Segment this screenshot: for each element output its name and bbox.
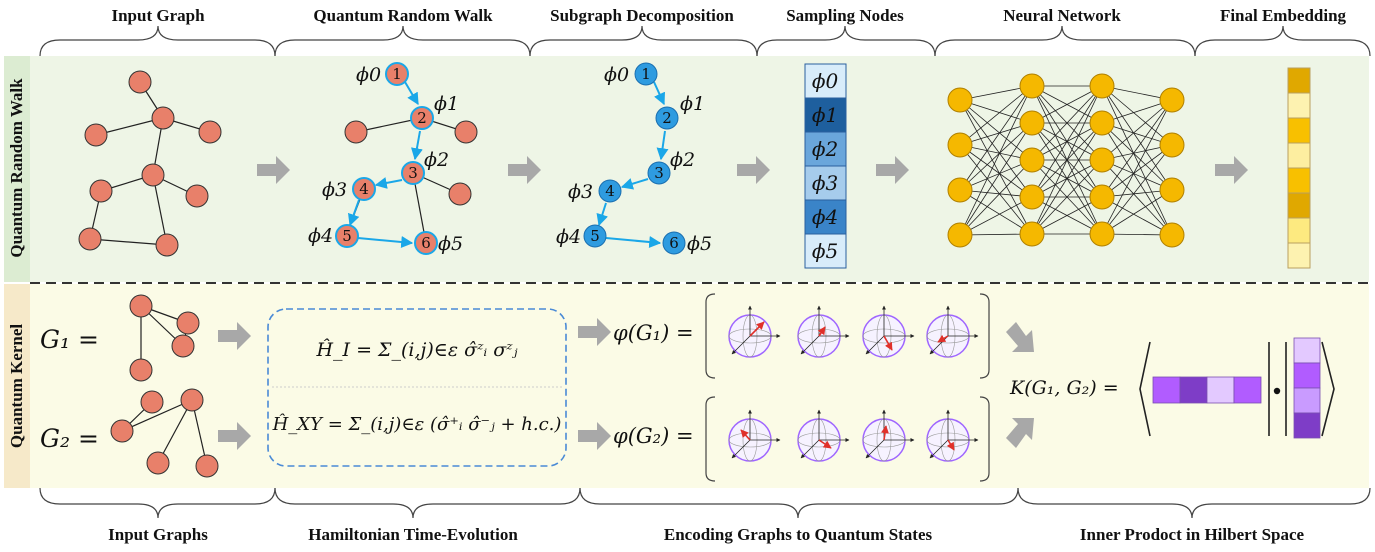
side-strip-bottom (4, 284, 30, 488)
bloch-sphere (797, 305, 850, 358)
header-hamiltonian: Hamiltonian Time-Evolution (308, 525, 518, 544)
walk-node-4: 4 (359, 180, 369, 198)
header-inner-product: Inner Prodoct in Hilbert Space (1079, 525, 1305, 544)
nn-neuron-l3-1 (1159, 132, 1185, 158)
walk-node-1: 1 (392, 65, 402, 83)
walk-node-5: 5 (342, 227, 352, 245)
nn-neuron-l0-0 (947, 87, 973, 113)
final-embedding (1287, 67, 1311, 269)
dot-product-symbol (1273, 387, 1281, 395)
sub-phi-0: ϕ0 (604, 64, 629, 86)
top-braces (39, 25, 1371, 57)
header-input-graph: Input Graph (111, 6, 205, 25)
nn-neuron-l2-0 (1089, 73, 1115, 99)
bloch-spheres (728, 305, 979, 462)
flow-arrows-bottom (218, 318, 1034, 450)
header-subgraph-decomposition: Subgraph Decomposition (550, 6, 734, 25)
header-quantum-random-walk: Quantum Random Walk (313, 6, 493, 25)
phi-g1-label: φ(G₁) = (613, 321, 694, 345)
walk-node-2: 2 (417, 109, 427, 127)
bottom-braces (39, 487, 1371, 519)
bloch-sphere (797, 409, 850, 462)
nn-neuron-l1-3 (1019, 184, 1045, 210)
sampling-cell-5: ϕ5 (812, 239, 838, 263)
bloch-sphere (728, 409, 781, 462)
nn-neuron-l2-2 (1089, 147, 1115, 173)
g2-label: G₂ = (40, 424, 99, 453)
input-graph (78, 70, 222, 257)
nn-neuron-l0-2 (947, 177, 973, 203)
nn-neuron-l0-3 (947, 222, 973, 248)
nn-neuron-l1-0 (1019, 73, 1045, 99)
sub-node-3: 3 (654, 164, 664, 182)
phi-g2-label: φ(G₂) = (613, 424, 694, 448)
bra-vector (1152, 376, 1262, 404)
sub-phi-4: ϕ4 (556, 226, 581, 248)
inner-product-brackets (1139, 341, 1335, 437)
nn-neuron-l2-4 (1089, 221, 1115, 247)
bloch-sphere (862, 409, 915, 462)
bloch-sphere (862, 305, 915, 358)
sampling-cell-2: ϕ2 (812, 137, 838, 161)
walk-phi-0: ϕ0 (356, 64, 381, 86)
sub-phi-1: ϕ1 (680, 93, 705, 115)
sampling-cell-1: ϕ1 (812, 103, 838, 127)
sampling-cell-0: ϕ0 (812, 69, 839, 93)
walk-node-3: 3 (408, 164, 418, 182)
hamiltonian-hxy: Ĥ_XY = Σ_(i,j)∈ε (σ̂⁺ᵢ σ̂⁻ⱼ + h.c.) (272, 412, 562, 435)
walk-phi-3: ϕ3 (322, 179, 347, 201)
bloch-sphere (728, 305, 781, 358)
sub-node-2: 2 (662, 109, 672, 127)
kernel-label: K(G₁, G₂) = (1009, 377, 1119, 399)
nn-neuron-l2-1 (1089, 110, 1115, 136)
nn-neuron-l1-2 (1019, 147, 1045, 173)
header-encoding: Encoding Graphs to Quantum States (663, 525, 933, 544)
walk-phi-1: ϕ1 (434, 93, 459, 115)
ket-vector (1293, 337, 1321, 439)
graph-g2 (110, 388, 219, 478)
walk-phi-4: ϕ4 (308, 225, 333, 247)
graph-g1 (129, 294, 200, 382)
sub-phi-5: ϕ5 (687, 233, 712, 255)
sub-node-6: 6 (669, 234, 679, 252)
nn-neuron-l1-4 (1019, 221, 1045, 247)
walk-node-6: 6 (421, 234, 431, 252)
sub-node-5: 5 (590, 227, 600, 245)
sub-node-4: 4 (605, 182, 615, 200)
nn-neuron-l3-3 (1159, 222, 1185, 248)
sampling-nodes (804, 63, 847, 269)
nn-neuron-l2-3 (1089, 184, 1115, 210)
hamiltonian-hi: Ĥ_I = Σ_(i,j)∈ε σ̂ᶻᵢ σᶻⱼ (315, 338, 517, 361)
header-sampling-nodes: Sampling Nodes (786, 6, 904, 25)
neural-network (947, 73, 1185, 248)
bloch-sphere (926, 409, 979, 462)
sub-phi-2: ϕ2 (670, 149, 695, 171)
sampling-cell-3: ϕ3 (812, 171, 838, 195)
bottom-panel (4, 284, 1369, 488)
header-final-embedding: Final Embedding (1219, 6, 1347, 25)
sampling-cell-4: ϕ4 (812, 205, 838, 229)
flow-arrows-top (257, 156, 1248, 184)
state-brackets (705, 293, 990, 482)
bloch-sphere (926, 305, 979, 358)
nn-neuron-l3-2 (1159, 177, 1185, 203)
walk-phi-5: ϕ5 (438, 233, 463, 255)
subgraph-decomposition: 1 2 3 4 5 6 ϕ0 ϕ1 ϕ2 ϕ3 ϕ4 ϕ5 (556, 62, 712, 255)
side-strip-top (4, 56, 30, 282)
header-input-graphs: Input Graphs (108, 525, 208, 544)
quantum-walk-graph: 1 2 3 4 5 6 ϕ0 ϕ1 ϕ2 ϕ3 ϕ4 ϕ5 (308, 62, 478, 255)
nn-neuron-l3-0 (1159, 87, 1185, 113)
nn-neuron-l0-1 (947, 132, 973, 158)
sub-phi-3: ϕ3 (568, 181, 593, 203)
header-neural-network: Neural Network (1003, 6, 1121, 25)
nn-neuron-l1-1 (1019, 110, 1045, 136)
walk-phi-2: ϕ2 (424, 149, 449, 171)
g1-label: G₁ = (40, 325, 99, 354)
sub-node-1: 1 (641, 65, 651, 83)
